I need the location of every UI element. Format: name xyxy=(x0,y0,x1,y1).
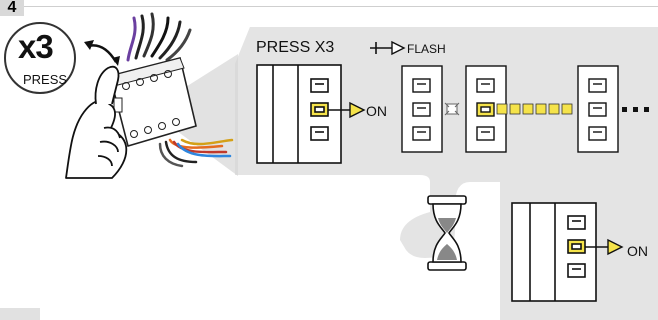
press-badge xyxy=(4,22,76,94)
press-count: x3 xyxy=(18,28,54,65)
switch-column-1 xyxy=(401,65,443,153)
flash-arrow-icon xyxy=(370,40,406,56)
hand-icon xyxy=(65,65,128,179)
switch-column-3 xyxy=(577,65,619,153)
flash-blink-icon xyxy=(444,102,460,116)
panel-title: PRESS X3 xyxy=(256,39,335,56)
flash-sequence-icon xyxy=(496,103,573,115)
arrow-right-result-icon xyxy=(585,238,624,256)
wires-top xyxy=(126,12,192,62)
switch-block-result xyxy=(511,202,597,302)
curved-arrow-icon xyxy=(84,40,120,66)
flash-label: FLASH xyxy=(407,42,446,56)
press-label: PRESS xyxy=(23,72,68,87)
corner-tab xyxy=(0,308,40,320)
ellipsis-icon xyxy=(622,107,649,112)
module-icon xyxy=(109,57,197,148)
on-label: ON xyxy=(366,103,387,119)
hourglass-icon xyxy=(427,195,467,271)
top-divider xyxy=(24,6,658,7)
arrow-right-icon xyxy=(328,101,366,119)
on-label-result: ON xyxy=(627,243,648,259)
step-number: 4 xyxy=(0,0,24,16)
switch-block-main xyxy=(256,64,342,164)
wires-bottom xyxy=(158,138,234,168)
